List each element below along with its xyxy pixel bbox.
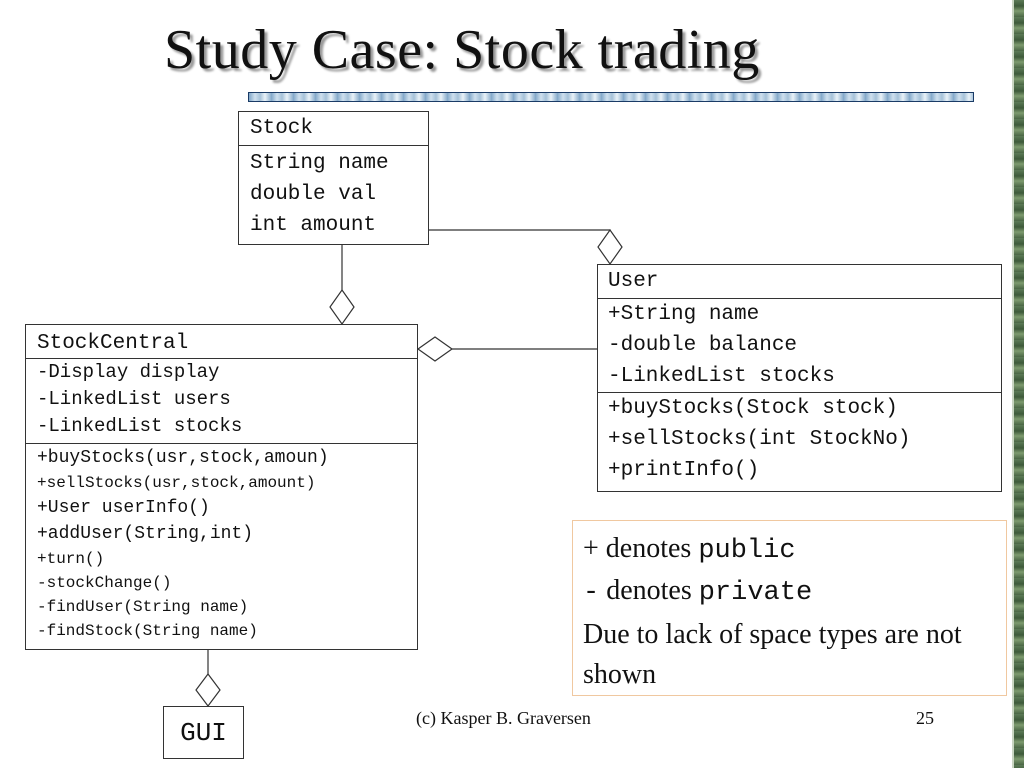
attribute: int amount — [250, 214, 377, 237]
legend-note: + denotes public - denotes private Due t… — [572, 520, 1007, 696]
attributes-section: String name double val int amount — [239, 145, 428, 241]
class-name: User — [608, 270, 659, 293]
attribute: -double balance — [608, 334, 798, 357]
attribute: -LinkedList stocks — [37, 415, 243, 437]
methods-section: +buyStocks(Stock stock) +sellStocks(int … — [598, 392, 1001, 486]
attribute: -LinkedList stocks — [608, 365, 835, 388]
method: -findUser(String name) — [37, 598, 249, 616]
attribute: -Display display — [37, 361, 220, 383]
user-stock-line — [427, 229, 611, 232]
method: +sellStocks(int StockNo) — [608, 428, 911, 451]
method: -stockChange() — [37, 574, 172, 592]
private-keyword: private — [698, 578, 813, 608]
public-keyword: public — [698, 536, 796, 566]
class-name: Stock — [250, 117, 314, 140]
stock-central-aggregation-diamond — [329, 288, 355, 326]
attribute: double val — [250, 183, 377, 206]
method: +buyStocks(Stock stock) — [608, 397, 898, 420]
page-number: 25 — [916, 708, 934, 728]
attribute: String name — [250, 152, 389, 175]
class-name: GUI — [180, 718, 227, 748]
user-aggregation-diamond — [597, 228, 623, 266]
method: +addUser(String,int) — [37, 524, 254, 544]
method: +turn() — [37, 550, 105, 568]
title-underline-bar — [248, 92, 974, 102]
legend-public-line: + denotes public — [583, 529, 996, 571]
legend-note-text: Due to lack of space types are not shown — [583, 619, 962, 690]
slide-title: Study Case: Stock trading — [164, 19, 760, 81]
methods-section: +buyStocks(usr,stock,amoun) +sellStocks(… — [26, 443, 417, 643]
footer-author: (c) Kasper B. Graversen — [416, 708, 591, 728]
central-users-aggregation-diamond — [416, 336, 454, 362]
attribute: -LinkedList users — [37, 388, 231, 410]
attributes-section: +String name -double balance -LinkedList… — [598, 298, 1001, 392]
attribute: +String name — [608, 303, 760, 326]
method: +User userInfo() — [37, 498, 210, 518]
class-gui: GUI — [163, 706, 244, 759]
right-decorative-strip — [1012, 0, 1024, 768]
class-name: StockCentral — [37, 332, 189, 355]
class-user: User +String name -double balance -Linke… — [597, 264, 1002, 492]
method: -findStock(String name) — [37, 622, 258, 640]
method: +printInfo() — [608, 459, 760, 482]
plus-symbol: + — [583, 533, 599, 564]
method: +buyStocks(usr,stock,amoun) — [37, 448, 329, 468]
attributes-section: -Display display -LinkedList users -Link… — [26, 358, 417, 443]
legend-private-line: - denotes private — [583, 571, 996, 613]
method: +sellStocks(usr,stock,amount) — [37, 474, 316, 492]
legend-text: denotes — [606, 575, 692, 606]
legend-text: denotes — [605, 533, 692, 564]
gui-aggregation-diamond — [195, 673, 221, 707]
class-stock-central: StockCentral -Display display -LinkedLis… — [25, 324, 418, 650]
minus-symbol: - — [583, 578, 600, 608]
class-stock: Stock String name double val int amount — [238, 111, 429, 245]
